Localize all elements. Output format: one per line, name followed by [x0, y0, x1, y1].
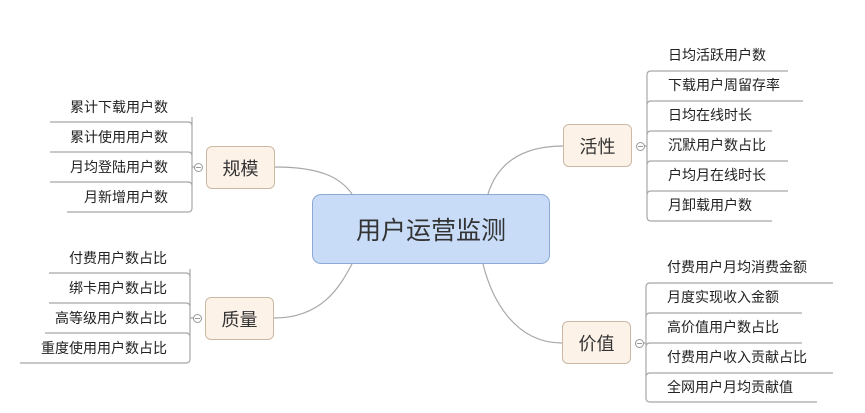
- bracket-scale: [50, 117, 193, 213]
- branch-quality[interactable]: 质量: [205, 297, 274, 340]
- root-node[interactable]: 用户运营监测: [312, 194, 550, 264]
- leaf-item[interactable]: 月度实现收入金额: [667, 290, 779, 306]
- leaf-item[interactable]: 日均在线时长: [668, 108, 752, 124]
- branch-value[interactable]: 价值: [562, 321, 631, 364]
- branch-scale-label: 规模: [222, 158, 259, 180]
- leaf-item[interactable]: 月卸载用户数: [668, 198, 752, 214]
- connector-value: [482, 263, 563, 344]
- leaf-item[interactable]: 累计下载用户数: [70, 100, 168, 116]
- collapse-activity-icon[interactable]: [636, 142, 645, 151]
- branch-value-label: 价值: [578, 333, 615, 355]
- branch-activity[interactable]: 活性: [563, 124, 632, 167]
- branch-quality-label: 质量: [221, 309, 258, 331]
- branch-activity-label: 活性: [579, 136, 616, 158]
- bracket-activity: [646, 70, 803, 222]
- leaf-item[interactable]: 绑卡用户数占比: [69, 281, 167, 297]
- leaf-item[interactable]: 下载用户周留存率: [668, 78, 780, 94]
- leaf-item[interactable]: 累计使用用户数: [70, 130, 168, 146]
- leaf-item[interactable]: 月新增用户数: [84, 190, 168, 206]
- leaf-item[interactable]: 高等级用户数占比: [55, 311, 167, 327]
- leaf-item[interactable]: 月均登陆用户数: [70, 160, 168, 176]
- leaf-item[interactable]: 全网用户月均贡献值: [667, 380, 793, 396]
- bracket-value: [645, 282, 833, 403]
- collapse-scale-icon[interactable]: [194, 163, 203, 172]
- bracket-quality: [20, 269, 191, 364]
- root-label: 用户运营监测: [355, 216, 506, 245]
- branch-scale[interactable]: 规模: [206, 146, 275, 189]
- leaf-item[interactable]: 付费用户月均消费金额: [667, 260, 807, 276]
- leaf-item[interactable]: 沉默用户数占比: [668, 138, 766, 154]
- leaf-item[interactable]: 户均月在线时长: [668, 168, 766, 184]
- collapse-quality-icon[interactable]: [193, 314, 202, 323]
- connector-quality: [273, 263, 353, 319]
- collapse-value-icon[interactable]: [635, 339, 644, 348]
- leaf-item[interactable]: 重度使用用户数占比: [41, 341, 167, 357]
- leaf-item[interactable]: 日均活跃用户数: [668, 48, 766, 64]
- leaf-item[interactable]: 付费用户收入贡献占比: [667, 350, 807, 366]
- connector-scale: [274, 166, 353, 195]
- leaf-item[interactable]: 高价值用户数占比: [667, 320, 779, 336]
- connector-activity: [487, 145, 564, 195]
- leaf-item[interactable]: 付费用户数占比: [69, 251, 167, 267]
